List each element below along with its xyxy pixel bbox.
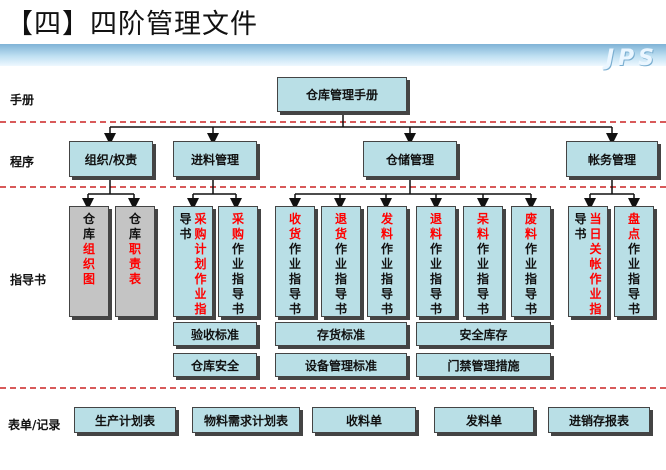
guide-text-red: 废料 xyxy=(524,212,537,241)
guide-text-black: 作业指导书 xyxy=(429,242,442,316)
guide-text-red: 盘点 xyxy=(627,212,640,241)
guide-text-red: 发料 xyxy=(380,212,393,241)
guide-purchase-plan: 导书 采购计划作业指 xyxy=(173,206,213,317)
guide-purchase: 采购 作业指导书 xyxy=(218,206,258,317)
separator xyxy=(0,121,666,123)
procedure-storage: 仓储管理 xyxy=(363,141,457,177)
guide-text-red: 退货 xyxy=(334,212,347,241)
guide-text-black: 仓库 xyxy=(82,212,95,241)
guide-text-black: 作业指导书 xyxy=(288,242,301,316)
procedure-org-duties: 组织/权责 xyxy=(69,141,153,177)
standard-safety-stock: 安全库存 xyxy=(416,322,551,346)
guide-text-red: 职责表 xyxy=(128,242,141,286)
standard-equipment: 设备管理标准 xyxy=(275,353,407,377)
form-issue: 发料单 xyxy=(434,407,534,433)
guide-org-chart: 仓库 组织图 xyxy=(69,206,109,317)
guide-text-black: 作业指导书 xyxy=(524,242,537,316)
row-label-forms: 表单/记录 xyxy=(8,418,61,432)
jps-logo: JPS xyxy=(605,46,658,71)
guide-text-black: 作业指导书 xyxy=(627,242,640,316)
guide-ledger: 导书 当日关帐作业指 xyxy=(568,206,608,317)
guide-text-black: 作业指导书 xyxy=(476,242,489,316)
guide-text-red: 采购 xyxy=(231,212,244,241)
form-production-plan: 生产计划表 xyxy=(74,407,176,433)
guide-text-red: 采购计划作业指 xyxy=(194,212,207,316)
guide-issue: 发料 作业指导书 xyxy=(367,206,407,317)
guide-text-black: 仓库 xyxy=(128,212,141,241)
procedure-accounting: 帐务管理 xyxy=(566,141,658,177)
guide-text-red: 呆料 xyxy=(476,212,489,241)
guide-text-red: 当日关帐作业指 xyxy=(589,212,602,316)
guide-text-red: 组织图 xyxy=(82,242,95,286)
header-banner xyxy=(0,44,666,66)
guide-text-black: 导书 xyxy=(574,212,587,241)
guide-text-red: 收货 xyxy=(288,212,301,241)
guide-scrap-material: 呆料 作业指导书 xyxy=(463,206,503,317)
separator xyxy=(0,387,666,389)
guide-return-goods: 退货 作业指导书 xyxy=(321,206,361,317)
standard-warehouse-safety: 仓库安全 xyxy=(173,353,257,377)
row-label-procedure: 程序 xyxy=(10,155,35,169)
procedure-incoming: 进料管理 xyxy=(173,141,257,177)
row-label-manual: 手册 xyxy=(10,93,35,107)
guide-text-black: 作业指导书 xyxy=(231,242,244,316)
page-title: 【四】四阶管理文件 xyxy=(6,9,258,40)
row-label-guide: 指导书 xyxy=(10,273,47,287)
form-receipt: 收料单 xyxy=(312,407,416,433)
guide-return-material: 退料 作业指导书 xyxy=(416,206,456,317)
guide-text-red: 退料 xyxy=(429,212,442,241)
standard-acceptance: 验收标准 xyxy=(173,322,257,346)
guide-text-black: 作业指导书 xyxy=(334,242,347,316)
guide-waste-material: 废料 作业指导书 xyxy=(511,206,551,317)
manual-box: 仓库管理手册 xyxy=(277,77,407,112)
form-inventory-report: 进销存报表 xyxy=(548,407,650,433)
guide-text-black: 作业指导书 xyxy=(380,242,393,316)
separator xyxy=(0,186,666,188)
guide-stocktake: 盘点 作业指导书 xyxy=(614,206,654,317)
guide-text-black: 导书 xyxy=(179,212,192,241)
guide-duties: 仓库 职责表 xyxy=(115,206,155,317)
guide-receiving: 收货 作业指导书 xyxy=(275,206,315,317)
form-mrp: 物料需求计划表 xyxy=(192,407,300,433)
standard-inventory: 存货标准 xyxy=(275,322,407,346)
standard-access-control: 门禁管理措施 xyxy=(416,353,551,377)
